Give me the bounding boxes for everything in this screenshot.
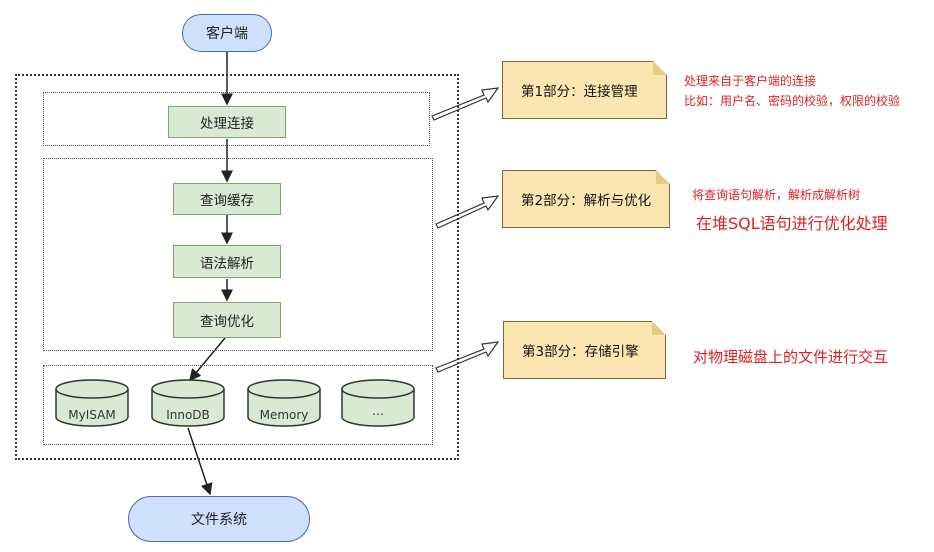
cylinder-myisam [55, 379, 129, 427]
hollow-arrow-1 [431, 87, 500, 121]
hollow-arrow-3 [435, 341, 500, 373]
engine-label-memory: Memory [259, 408, 309, 422]
note-part-2: 第2部分：解析与优化 [502, 170, 670, 228]
arrow-innodb-to-fs [187, 427, 213, 496]
filesystem-node: 文件系统 [128, 496, 310, 542]
annotation-2-line-1: 将查询语句解析，解析成解析树 [692, 188, 861, 202]
note-part-1-label: 第1部分：连接管理 [521, 84, 638, 100]
query-cache-box: 查询缓存 [173, 183, 281, 215]
cylinder-more [341, 379, 415, 427]
cylinder-innodb [151, 379, 225, 427]
annotation-3-line-1: 对物理磁盘上的文件进行交互 [693, 348, 889, 366]
note-part-3-label: 第3部分：存储引擎 [522, 344, 639, 360]
arrow-opt-to-innodb [189, 337, 226, 382]
annotation-1-line-1: 处理来自于客户端的连接 [684, 74, 817, 88]
mysql-server-boundary [15, 74, 459, 460]
connection-layer [43, 92, 430, 146]
annotation-1-line-2: 比如：用户名、密码的校验，权限的校验 [684, 94, 901, 108]
storage-engine-layer [43, 365, 433, 445]
note-part-3: 第3部分：存储引擎 [503, 321, 666, 379]
engine-label-innodb: InnoDB [166, 408, 210, 422]
engine-label-more: … [372, 404, 384, 418]
engine-label-myisam: MyISAM [68, 408, 116, 422]
hollow-arrow-2 [435, 195, 500, 229]
parse-optimize-layer [43, 158, 433, 351]
connect-box: 处理连接 [168, 106, 286, 138]
note-part-2-label: 第2部分：解析与优化 [521, 193, 652, 209]
query-optimize-box: 查询优化 [173, 302, 281, 338]
client-node: 客户端 [182, 14, 272, 52]
syntax-parse-box: 语法解析 [173, 245, 281, 278]
annotation-2-line-2: 在堆SQL语句进行优化处理 [696, 214, 888, 233]
cylinder-memory [247, 379, 321, 427]
note-part-1: 第1部分：连接管理 [502, 61, 667, 119]
